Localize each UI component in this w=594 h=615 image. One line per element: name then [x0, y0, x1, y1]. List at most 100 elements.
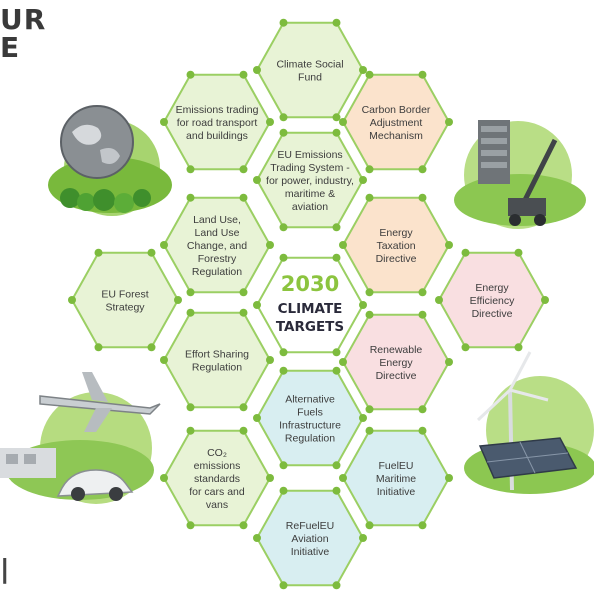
hexagon-node-dot: [186, 288, 195, 297]
hexagon-label-line: Regulation: [285, 433, 335, 445]
hexagon-node-dot: [541, 296, 549, 304]
hexagon-label-line: Trading System -: [270, 162, 350, 174]
hexagon-label-line: Fuels: [297, 407, 323, 419]
hexagon-node-dot: [239, 426, 248, 435]
hexagon-node-dot: [239, 308, 248, 317]
hexagon-node-dot: [160, 118, 168, 126]
hexagon-node-dot: [186, 70, 195, 79]
hexagon-node-dot: [266, 118, 274, 126]
hexagon-node-dot: [253, 414, 261, 422]
hexagon-label-line: Strategy: [105, 302, 145, 314]
hexagon-label-line: Initiative: [291, 546, 330, 558]
hexagon-node-dot: [279, 128, 288, 137]
cropped-heading-line-1: UR: [0, 3, 47, 36]
hexagon-label-line: ReFuelEU: [286, 520, 334, 532]
hexagon-node-dot: [359, 534, 367, 542]
hexagon-node-dot: [239, 165, 248, 174]
hexagon-node-dot: [332, 348, 341, 357]
hexagon-node-dot: [418, 521, 427, 530]
hexagon-node-dot: [365, 405, 374, 414]
hexagon-node-dot: [94, 248, 103, 257]
hexagon-node-dot: [332, 128, 341, 137]
hexagon-node-dot: [160, 356, 168, 364]
hexagon-node-dot: [365, 70, 374, 79]
hexagon-node-dot: [365, 288, 374, 297]
center-climate-word: CLIMATE: [278, 301, 343, 317]
hexagon-label-line: Mechanism: [369, 130, 423, 142]
hexagon-node-dot: [68, 296, 76, 304]
hexagon-label-line: vans: [206, 499, 228, 511]
hexagon-label-line: standards: [194, 473, 240, 485]
hexagon-node-dot: [461, 248, 470, 257]
hexagon-node-dot: [160, 241, 168, 249]
hexagon-node-dot: [418, 426, 427, 435]
hexagon-label-line: Fund: [298, 72, 322, 84]
hexagon-node-dot: [279, 486, 288, 495]
hexagon-node-dot: [332, 461, 341, 470]
hexagon-label-line: Directive: [376, 370, 417, 382]
hexagon-label-line: Carbon Border: [362, 104, 431, 116]
hexagon-label-line: Energy: [475, 282, 509, 294]
hexagon-label-line: Taxation: [376, 240, 415, 252]
hexagon-node-dot: [418, 70, 427, 79]
hexagon-node-dot: [239, 288, 248, 297]
hexagon-label-line: Forestry: [198, 253, 237, 265]
hexagon-label-line: Adjustment: [370, 117, 423, 129]
hexagon-label-line: Directive: [376, 253, 417, 265]
hexagon-label-line: Renewable: [370, 344, 423, 356]
hexagon-node-dot: [359, 66, 367, 74]
hexagon-node-dot: [279, 223, 288, 232]
hexagon-node-dot: [279, 348, 288, 357]
hexagon-node-dot: [186, 426, 195, 435]
hexagon-label-line: Energy: [379, 357, 413, 369]
hexagon-node-dot: [332, 366, 341, 375]
port-crane-illustration: [454, 120, 586, 229]
hexagon-node-dot: [332, 18, 341, 27]
hexagon-node-dot: [332, 223, 341, 232]
hexagon-label-line: Effort Sharing: [185, 349, 249, 361]
hexagon-label-line: for cars and: [189, 486, 245, 498]
hexagon-node-dot: [339, 358, 347, 366]
hexagon-label-line: emissions: [194, 460, 241, 472]
hexagon-label-line: Initiative: [377, 486, 416, 498]
hexagon-label-line: Emissions trading: [176, 104, 259, 116]
hexagon-node-dot: [418, 288, 427, 297]
hexagon-node-dot: [174, 296, 182, 304]
hexagon-node-dot: [445, 118, 453, 126]
hexagon-node-dot: [365, 193, 374, 202]
hexagon-node-dot: [160, 474, 168, 482]
hexagon-label-line: for road transport: [177, 117, 258, 129]
hexagon-label-line: Regulation: [192, 362, 242, 374]
cropped-heading-line-2: E: [0, 31, 21, 64]
illustrations: [0, 105, 594, 504]
hexagon-node-dot: [186, 521, 195, 530]
hexagon-label-line: for power, industry,: [266, 175, 354, 187]
hexagon-node-dot: [279, 253, 288, 262]
hexagon-node-dot: [365, 521, 374, 530]
globe-with-trees-illustration: [48, 105, 172, 216]
hexagon-node-dot: [266, 356, 274, 364]
hexagon-node-dot: [339, 241, 347, 249]
hexagon-node-dot: [253, 176, 261, 184]
hexagon-node-dot: [266, 241, 274, 249]
hexagon-node-dot: [253, 301, 261, 309]
hexagon-node-dot: [445, 358, 453, 366]
hexagon-label-line: Land Use: [195, 227, 240, 239]
hexagon-label-line: Regulation: [192, 266, 242, 278]
hexagon-node-dot: [435, 296, 443, 304]
hexagon-node-dot: [147, 343, 156, 352]
hexagon-node-dot: [445, 241, 453, 249]
hexagon-node-dot: [359, 176, 367, 184]
hexagon-node-dot: [239, 521, 248, 530]
hexagon-node-dot: [239, 70, 248, 79]
